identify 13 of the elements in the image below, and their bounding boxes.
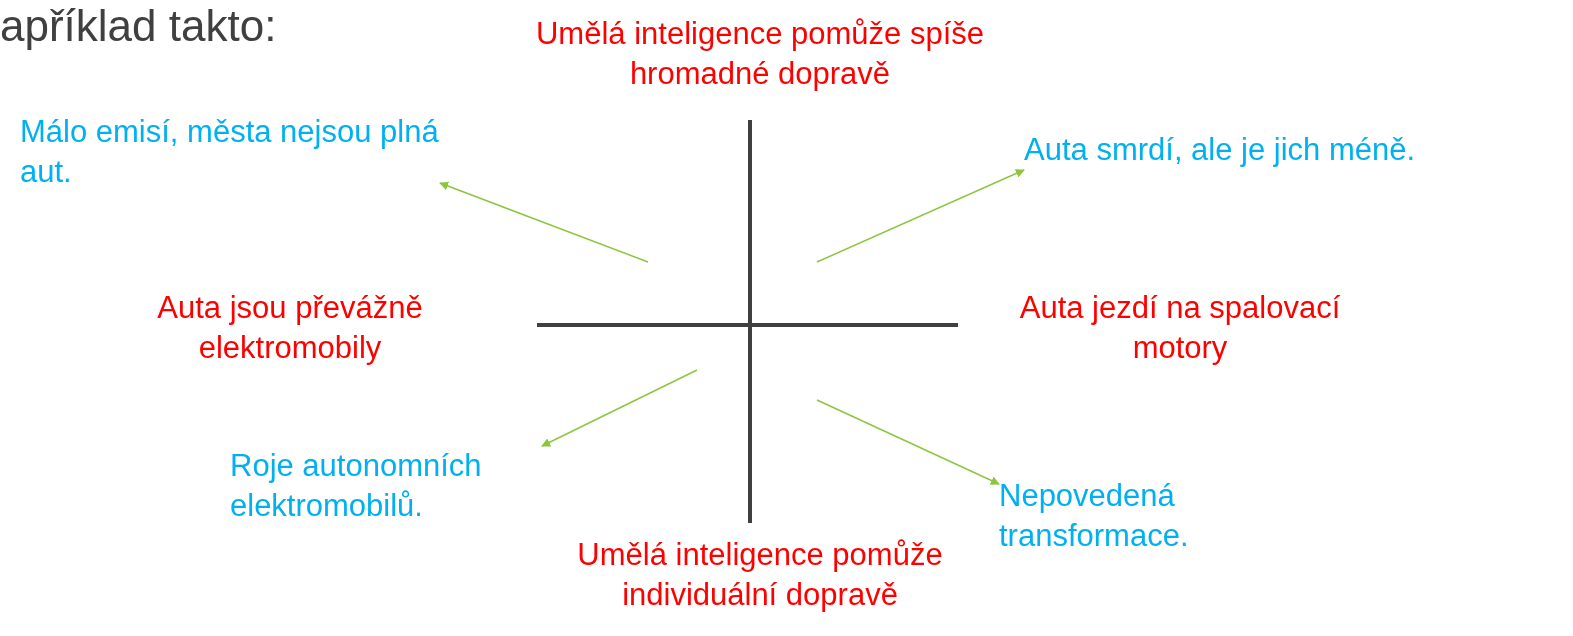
- scenario-text: Málo emisí, města nejsou plná aut.: [20, 112, 440, 192]
- scenario-text: Auta smrdí, ale je jich méně.: [1024, 130, 1416, 170]
- axis-label: Auta jsou převážně elektromobily: [156, 289, 424, 367]
- axis-label: Auta jezdí na spalovací motory: [1018, 289, 1342, 367]
- arrow: [541, 369, 698, 447]
- arrow: [816, 169, 1025, 263]
- scenario-text: Nepovedená transformace.: [999, 476, 1299, 556]
- axis-label: Umělá inteligence pomůže spíše hromadné dopravě: [535, 15, 985, 93]
- heading-text: apříklad takto:: [0, 0, 278, 52]
- arrow: [816, 399, 1000, 485]
- axis-label: Umělá inteligence pomůže individuální dopravě: [576, 536, 944, 614]
- scenario-text: Roje autonomních elektromobilů.: [230, 446, 620, 526]
- arrow: [439, 181, 649, 263]
